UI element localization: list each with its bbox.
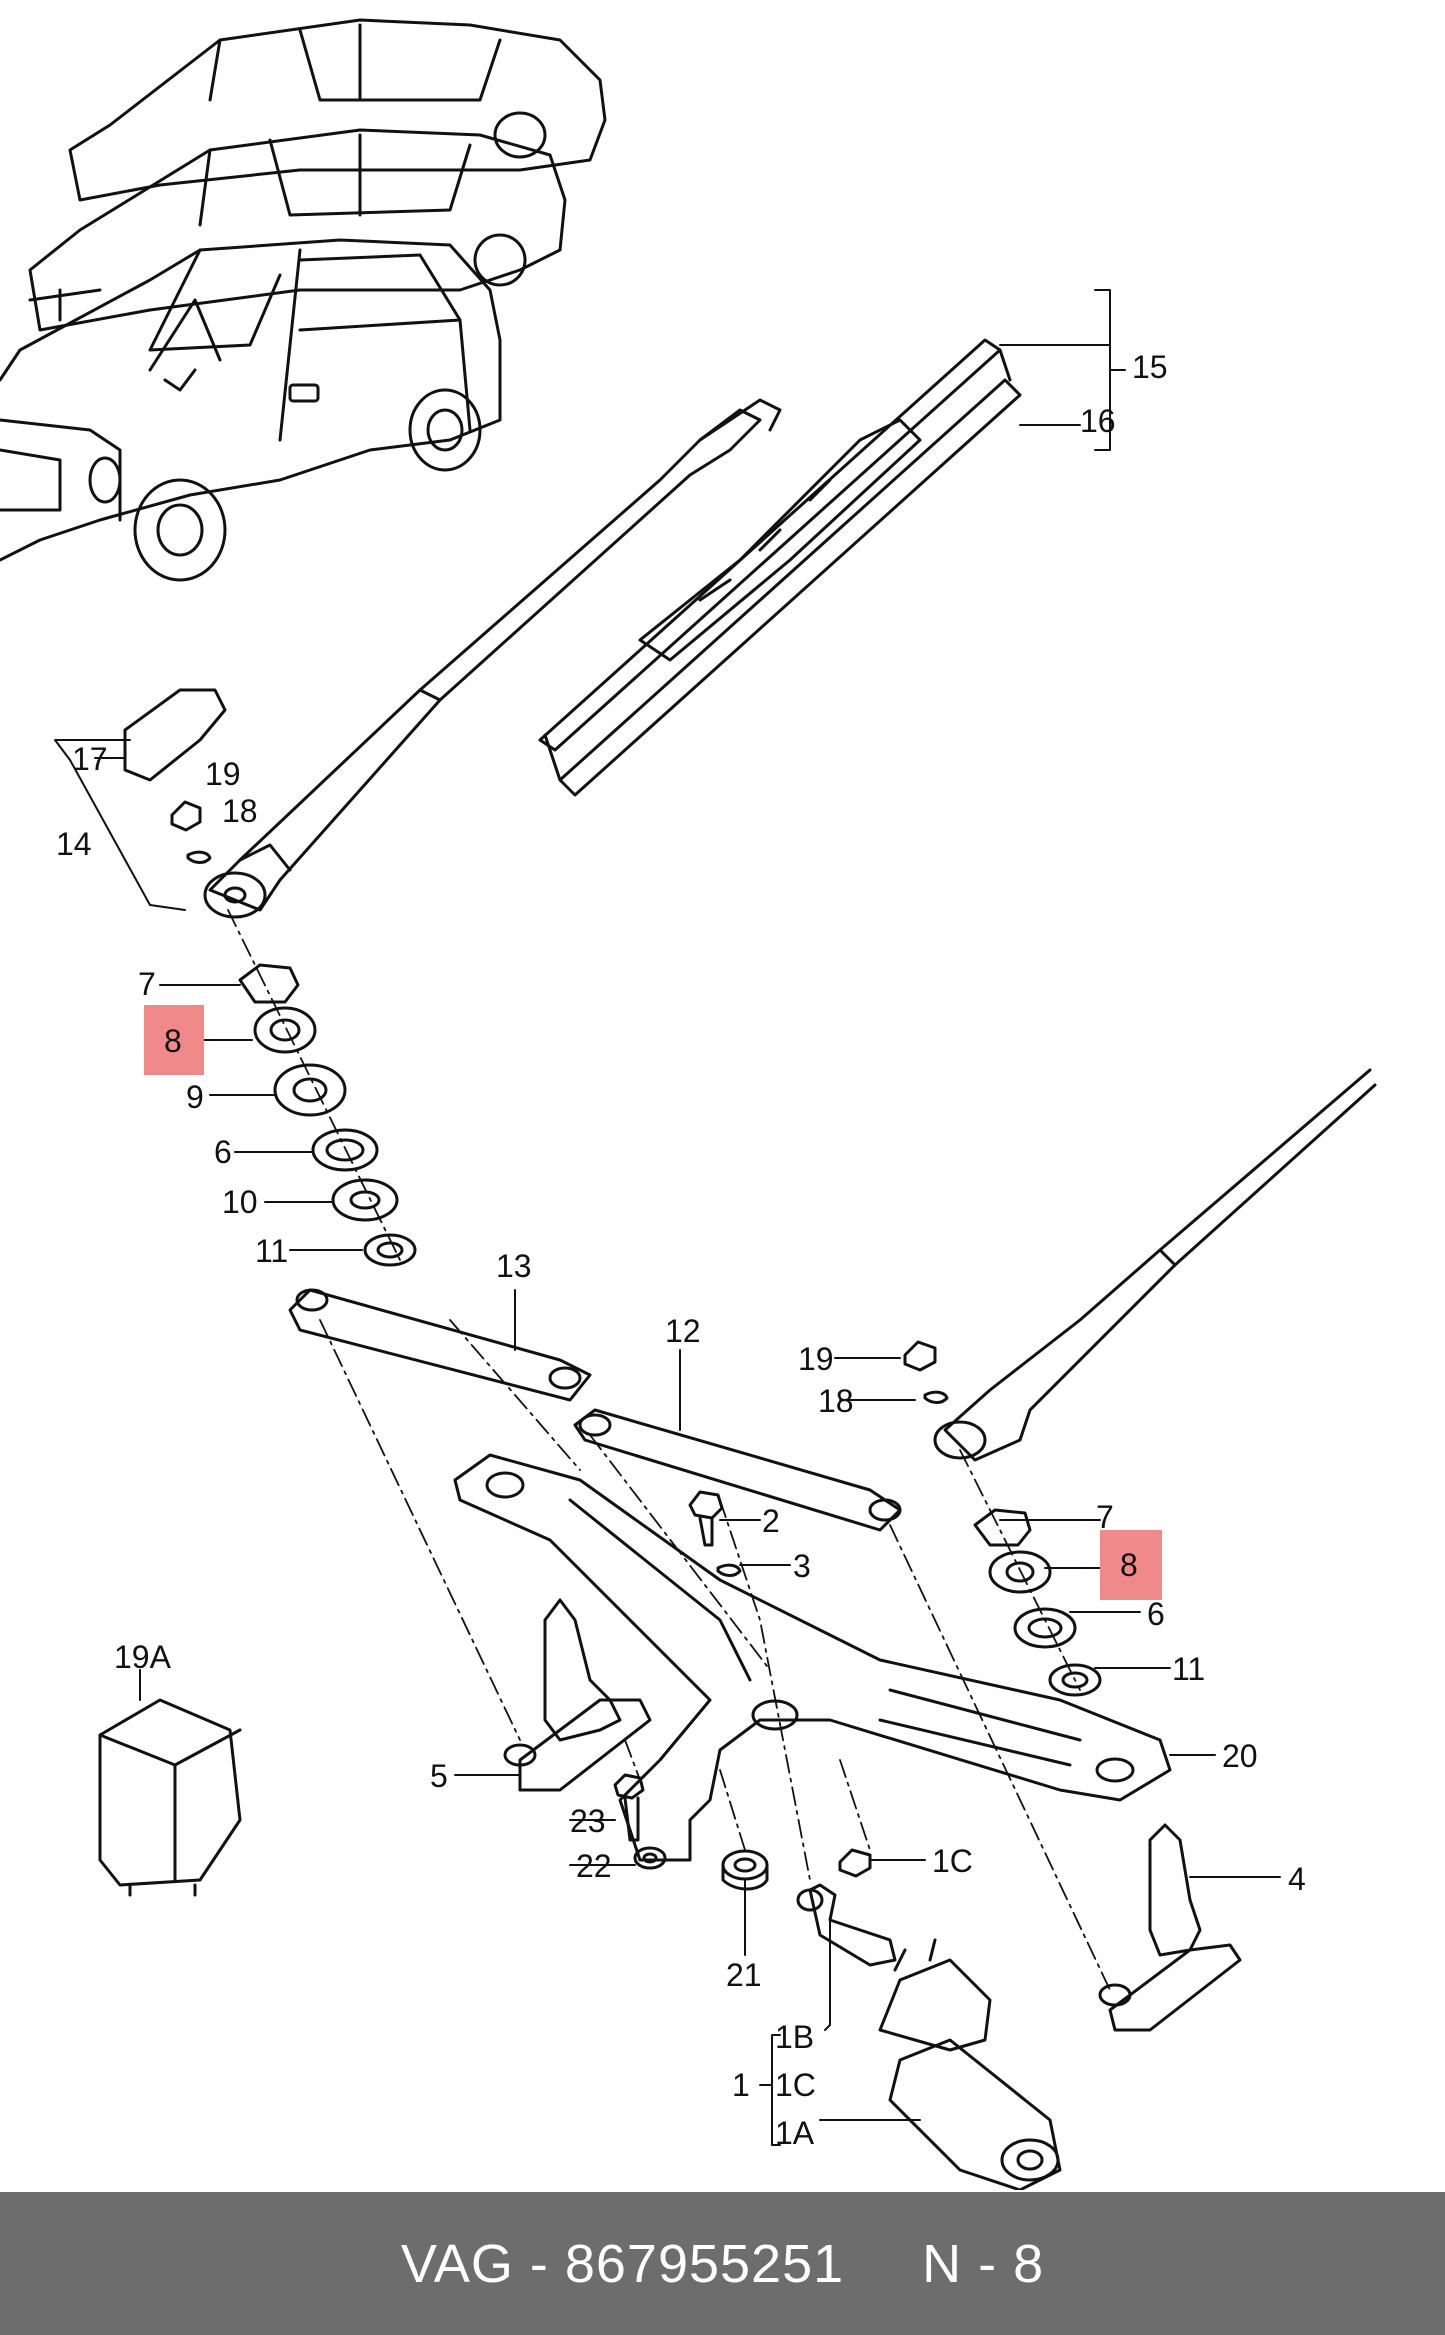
callout-7-left: 7: [138, 966, 156, 1002]
car-illustration: [0, 18, 607, 582]
callout-1C-top: 1C: [932, 1843, 973, 1879]
highlight-8-left: [144, 1005, 204, 1075]
callout-3: 3: [793, 1548, 811, 1584]
left-pivot: [503, 1598, 652, 1792]
highlight-8-right: [1100, 1530, 1162, 1600]
callout-8-left: 8: [164, 1023, 182, 1059]
part-number: VAG - 867955251: [400, 2233, 845, 2294]
wiper-linkage-diagram: 15 16 17 14 19 18 7 8 9 6 10 11 13 12 19…: [0, 18, 1377, 2190]
callout-14: 14: [56, 826, 92, 862]
callout-22: 22: [576, 1848, 612, 1884]
callout-18-right: 18: [818, 1383, 854, 1419]
callout-11-right: 11: [1172, 1651, 1205, 1687]
wiper-cap: [123, 688, 227, 782]
callout-4: 4: [1288, 1861, 1306, 1897]
right-pivot: [1098, 1823, 1242, 2032]
callout-23: 23: [570, 1803, 606, 1839]
callout-17: 17: [72, 741, 108, 777]
wiper-frame: [453, 1453, 1172, 1862]
callout-19-right: 19: [798, 1341, 834, 1377]
callout-15: 15: [1132, 349, 1168, 385]
callout-1A: 1A: [775, 2115, 815, 2151]
callout-2: 2: [762, 1503, 780, 1539]
callout-10: 10: [222, 1184, 258, 1220]
leader-lines: [54, 289, 1281, 2146]
reference-number: N - 8: [922, 2233, 1045, 2294]
alignment-lines: [227, 909, 1111, 1991]
callout-21: 21: [726, 1957, 762, 1993]
linkage-rods: [288, 1288, 902, 1532]
callout-19A: 19A: [114, 1639, 172, 1675]
wiper-blade: [538, 338, 1022, 797]
callout-12: 12: [665, 1313, 701, 1349]
callout-6-right: 6: [1147, 1596, 1165, 1632]
callout-18-left: 18: [222, 793, 258, 829]
left-wiper-arm: [203, 398, 782, 919]
callout-13: 13: [496, 1248, 532, 1284]
right-wiper-arm: [933, 1068, 1377, 1462]
callout-11-left: 11: [255, 1233, 288, 1269]
relay: [98, 1698, 242, 1897]
callout-16: 16: [1080, 403, 1116, 439]
callout-1: 1: [732, 2067, 750, 2103]
callout-1B: 1B: [775, 2019, 814, 2055]
callout-1C: 1C: [775, 2067, 816, 2103]
callout-6-left: 6: [214, 1134, 232, 1170]
callout-19-left: 19: [205, 756, 241, 792]
callout-5: 5: [430, 1758, 448, 1794]
callout-20: 20: [1222, 1738, 1258, 1774]
wiper-motor: [796, 1883, 1062, 2190]
callout-9: 9: [186, 1079, 204, 1115]
part-number-footer: VAG - 867955251 N - 8: [0, 2192, 1445, 2335]
callout-7-right: 7: [1096, 1499, 1114, 1535]
callout-8-right: 8: [1120, 1547, 1138, 1583]
left-washer-stack: [238, 963, 417, 1267]
right-washer-stack: [973, 1508, 1102, 1697]
